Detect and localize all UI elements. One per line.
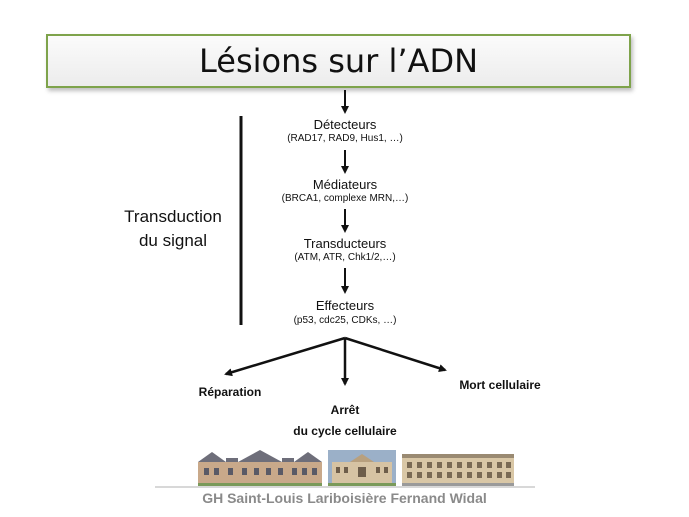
step-effecteurs-examples: (p53, cdc25, CDKs, …) (293, 315, 397, 326)
building-saint-louis-image (198, 450, 322, 486)
step-detecteurs-examples: (RAD17, RAD9, Hus1, …) (287, 133, 403, 144)
step-transducteurs-name: Transducteurs (303, 236, 387, 251)
step-mediateurs-name: Médiateurs (312, 177, 378, 192)
step-mediateurs-examples: (BRCA1, complexe MRN,…) (281, 193, 409, 204)
side-label-line1: Transduction (124, 207, 222, 226)
footer-hospital-group: GH Saint-Louis Lariboisière Fernand Wida… (202, 490, 487, 506)
outcome-mort-cellulaire: Mort cellulaire (459, 378, 541, 392)
building-lariboisiere-image (328, 450, 396, 486)
outcome-arret-line1: Arrêt (330, 403, 360, 417)
building-fernand-widal-image (402, 454, 514, 486)
arrow-to-mort-cellulaire (344, 336, 447, 372)
side-label-line2: du signal (138, 231, 208, 250)
step-effecteurs-name: Effecteurs (315, 298, 375, 313)
step-detecteurs-name: Détecteurs (313, 117, 377, 132)
step-transducteurs-examples: (ATM, ATR, Chk1/2,…) (294, 252, 396, 263)
diagram-title: Lésions sur l’ADN (198, 42, 479, 80)
side-label: Transduction du signal (108, 205, 238, 253)
arrow-to-reparation (224, 336, 346, 377)
outcome-arret-line2: du cycle cellulaire (293, 424, 397, 438)
outcome-reparation: Réparation (198, 385, 262, 399)
title-box: Lésions sur l’ADN (46, 34, 631, 88)
